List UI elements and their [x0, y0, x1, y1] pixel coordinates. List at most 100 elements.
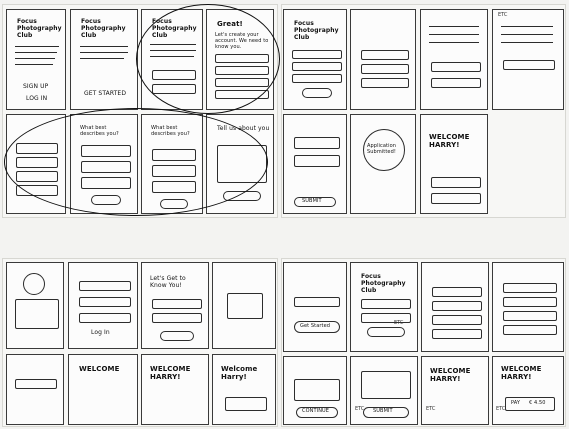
submit-label: SUBMIT [373, 408, 393, 414]
continue-button[interactable] [296, 407, 338, 418]
email-input[interactable] [79, 297, 131, 307]
screen-22: WELCOME HARRY! [141, 354, 209, 425]
password-input[interactable] [79, 313, 131, 323]
welcome-text: WELCOME HARRY! [501, 365, 542, 381]
screen-26 [421, 262, 489, 352]
submitted-circle [363, 129, 405, 171]
welcome-text: WELCOME [79, 365, 120, 373]
screen-23: Welcome Harry! [212, 354, 276, 425]
logo-circle [23, 273, 45, 295]
get-started-button[interactable]: GET STARTED [84, 90, 127, 97]
screen-19 [212, 262, 276, 349]
screen-11 [420, 9, 488, 110]
email-input[interactable] [292, 62, 342, 71]
app-title: Focus Photography Club [17, 18, 62, 39]
submit-button[interactable] [294, 197, 336, 207]
field-box[interactable] [431, 78, 481, 88]
screen-31: WELCOME HARRY! PAY € 4.50 [492, 356, 564, 425]
screen-29: SUBMIT [350, 356, 418, 425]
price-label: € 4.50 [529, 400, 546, 406]
tell-us-text: Tell us about you [217, 125, 270, 132]
screen-18: Let's Get to Know You! [141, 262, 209, 349]
text-area[interactable] [361, 371, 411, 399]
field-box[interactable] [361, 50, 409, 60]
screen-12 [492, 9, 564, 110]
divider [501, 26, 553, 27]
password-input[interactable] [361, 313, 411, 323]
screen-13: SUBMIT [283, 114, 347, 214]
input[interactable] [432, 301, 482, 311]
continue-label: CONTINUE [302, 408, 330, 414]
sign-up-link[interactable]: SIGN UP [23, 83, 49, 90]
google-input[interactable] [79, 281, 131, 291]
email-input[interactable] [361, 299, 411, 309]
input[interactable] [294, 297, 340, 307]
submit-button[interactable] [363, 407, 409, 418]
pay-button[interactable] [505, 397, 555, 411]
divider [15, 46, 59, 47]
input[interactable] [503, 283, 557, 293]
divider [429, 26, 479, 27]
screen-20 [6, 354, 64, 425]
screen-17: Log In [68, 262, 138, 349]
input[interactable] [152, 299, 202, 309]
screen-14: Application Submitted! [350, 114, 416, 214]
screen-15: WELCOME HARRY! [420, 114, 488, 214]
app-title: Focus Photography Club [361, 273, 406, 294]
field-box[interactable] [361, 64, 409, 74]
input[interactable] [503, 325, 557, 335]
photo-box [227, 293, 263, 319]
submit-label: SUBMIT [302, 198, 322, 204]
log-in-label: Log In [91, 329, 110, 336]
field-box[interactable] [361, 78, 409, 88]
log-in-link[interactable]: LOG IN [26, 95, 48, 102]
input[interactable] [432, 287, 482, 297]
divider [80, 46, 128, 47]
screen-9: Focus Photography Club [283, 9, 347, 110]
screen-25: Focus Photography Club [350, 262, 418, 352]
input[interactable] [15, 379, 57, 389]
welcome-harry-text: WELCOME HARRY! [150, 365, 191, 381]
sign-in-button[interactable] [302, 88, 332, 98]
divider [429, 42, 479, 43]
screen-30: WELCOME HARRY! [421, 356, 489, 425]
sign-in-button[interactable] [367, 327, 405, 337]
welcome-text: WELCOME HARRY! [430, 367, 471, 383]
password-input[interactable] [292, 74, 342, 83]
etc-mark: ETC [355, 406, 365, 412]
screen-21: WELCOME [68, 354, 138, 425]
welcome-hearty-text: Welcome Harry! [221, 365, 258, 381]
know-you-title: Let's Get to Know You! [150, 275, 186, 289]
input[interactable] [503, 297, 557, 307]
screen-24: Get Started [283, 262, 347, 352]
field-box[interactable] [431, 62, 481, 72]
divider [15, 52, 57, 53]
next-button[interactable] [160, 331, 194, 341]
name-input[interactable] [292, 50, 342, 59]
card-outline [15, 299, 59, 329]
input[interactable] [503, 311, 557, 321]
field-box[interactable] [503, 60, 555, 70]
card-button[interactable] [431, 193, 481, 204]
divider [501, 42, 553, 43]
divider [501, 34, 553, 35]
paypal-button[interactable] [431, 177, 481, 188]
app-title: Focus Photography Club [294, 20, 339, 41]
pay-label: PAY [511, 400, 521, 406]
choice-box[interactable] [294, 137, 340, 149]
input[interactable] [432, 315, 482, 325]
welcome-text: WELCOME HARRY! [429, 133, 470, 149]
etc-mark: ETC [394, 320, 404, 326]
screen-10 [350, 9, 416, 110]
input[interactable] [152, 313, 202, 323]
choice-box[interactable] [294, 155, 340, 167]
pay-button[interactable] [225, 397, 267, 411]
divider [80, 58, 124, 59]
screen-1: Focus Photography Club SIGN UP LOG IN [6, 9, 66, 110]
application-submitted-text: Application Submitted! [367, 143, 397, 155]
highlight-circle [136, 4, 280, 114]
text-area[interactable] [294, 379, 340, 401]
etc-mark: ETC [498, 12, 508, 18]
get-started-button[interactable] [294, 321, 340, 333]
input[interactable] [432, 329, 482, 339]
